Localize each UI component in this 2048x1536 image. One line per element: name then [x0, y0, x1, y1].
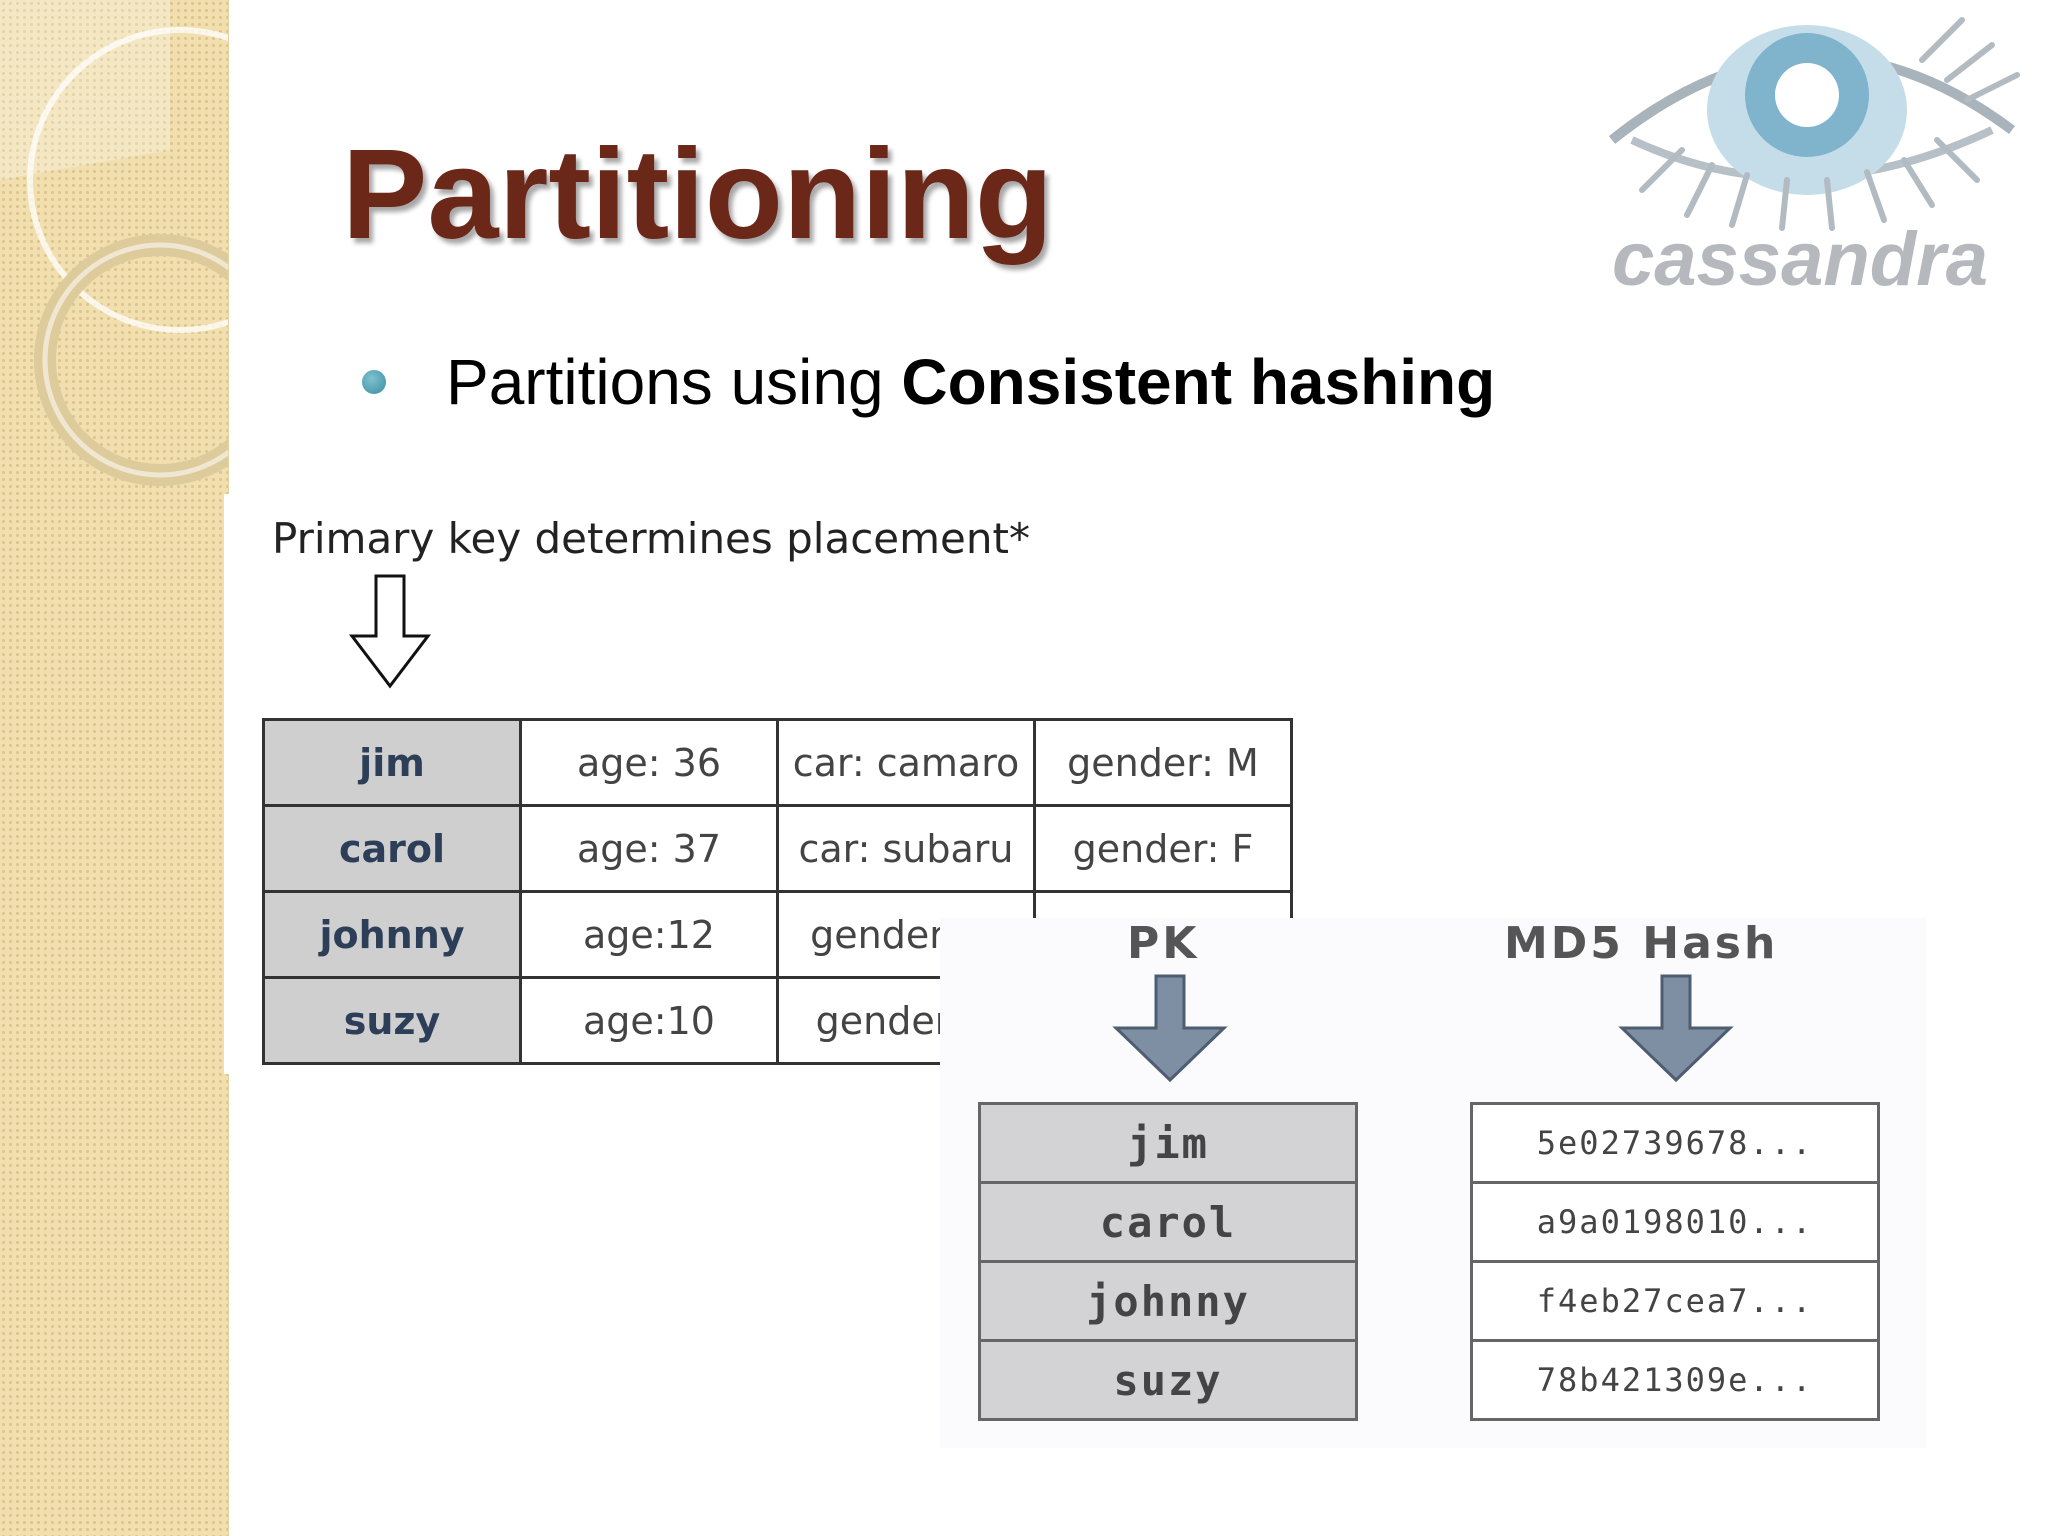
- slide-title: Partitioning: [342, 123, 1054, 266]
- bullet-text: Partitions using Consistent hashing: [446, 345, 1495, 419]
- cassandra-wordmark: cassandra: [1612, 217, 1988, 300]
- bullet-text-bold: Consistent hashing: [901, 346, 1496, 418]
- cassandra-logo: cassandra: [1592, 0, 2040, 304]
- bullet-item: Partitions using Consistent hashing: [362, 342, 1495, 422]
- pk-cell: jim: [978, 1102, 1358, 1184]
- table-row: f4eb27cea7...: [1470, 1260, 1880, 1342]
- table-cell: age: 37: [519, 804, 779, 893]
- md5-hash-table: 5e02739678... a9a0198010... f4eb27cea7..…: [1470, 1102, 1880, 1421]
- table-row: 78b421309e...: [1470, 1339, 1880, 1421]
- bullet-text-normal: Partitions using: [446, 346, 902, 418]
- pk-cell: johnny: [978, 1260, 1358, 1342]
- hash-cell: 5e02739678...: [1470, 1102, 1880, 1184]
- hash-diagram: PK MD5 Hash jim carol johnny suzy 5e0273…: [940, 918, 1926, 1448]
- row-key-cell: johnny: [262, 890, 522, 979]
- hash-cell: 78b421309e...: [1470, 1339, 1880, 1421]
- table-row: johnny: [978, 1260, 1358, 1342]
- pk-table: jim carol johnny suzy: [978, 1102, 1358, 1421]
- table-cell: age: 36: [519, 718, 779, 807]
- row-key-cell: jim: [262, 718, 522, 807]
- table-row: jim age: 36 car: camaro gender: M: [262, 718, 1293, 807]
- table-row: a9a0198010...: [1470, 1181, 1880, 1263]
- table-cell: car: camaro: [776, 718, 1036, 807]
- decorative-sidebar: [0, 0, 229, 1536]
- bullet-icon: [362, 370, 386, 394]
- table-cell: car: subaru: [776, 804, 1036, 893]
- table-cell: age:10: [519, 976, 779, 1065]
- table-row: carol: [978, 1181, 1358, 1263]
- pk-cell: carol: [978, 1181, 1358, 1263]
- down-arrow-icon: [1112, 974, 1228, 1083]
- table-cell: age:12: [519, 890, 779, 979]
- pk-cell: suzy: [978, 1339, 1358, 1421]
- md5-heading: MD5 Hash: [1504, 918, 1779, 969]
- down-arrow-icon: [1618, 974, 1734, 1083]
- table-row: 5e02739678...: [1470, 1102, 1880, 1184]
- table-row: suzy: [978, 1339, 1358, 1421]
- diagram-caption: Primary key determines placement*: [272, 514, 1030, 563]
- decorative-circles: [0, 0, 228, 486]
- cassandra-eye-icon: cassandra: [1608, 17, 2020, 302]
- row-key-cell: carol: [262, 804, 522, 893]
- hash-cell: a9a0198010...: [1470, 1181, 1880, 1263]
- table-cell: gender: F: [1033, 804, 1293, 893]
- pk-heading: PK: [1127, 918, 1200, 969]
- down-arrow-outline-icon: [348, 574, 432, 689]
- row-key-cell: suzy: [262, 976, 522, 1065]
- hash-cell: f4eb27cea7...: [1470, 1260, 1880, 1342]
- table-cell: gender: M: [1033, 718, 1293, 807]
- table-row: carol age: 37 car: subaru gender: F: [262, 804, 1293, 893]
- table-row: jim: [978, 1102, 1358, 1184]
